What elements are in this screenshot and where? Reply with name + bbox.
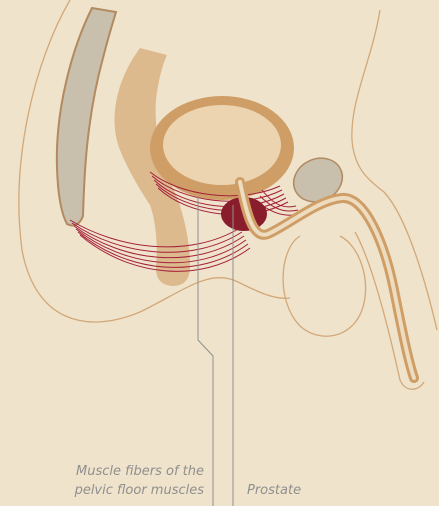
bladder-lumen [163,105,281,185]
prostate-label: Prostate [247,481,301,500]
scrotum-outline [283,236,366,336]
body-outline-front [352,10,384,192]
muscle-fibers-label: Muscle fibers of the pelvic floor muscle… [75,462,204,500]
muscle-fibers-label-line-1: Muscle fibers of the [75,462,204,481]
muscle-fibers-label-line-2: pelvic floor muscles [75,481,204,500]
sacrum [57,8,116,226]
